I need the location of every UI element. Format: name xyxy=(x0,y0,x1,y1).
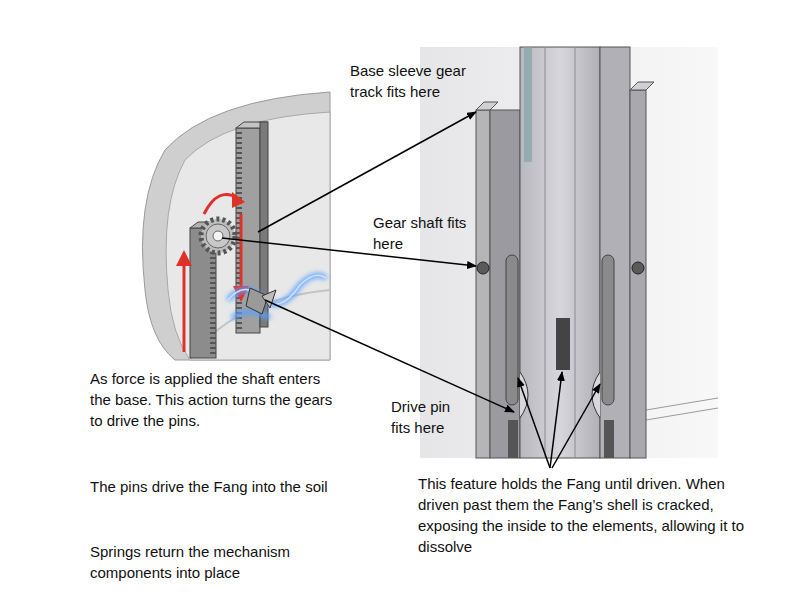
base-sleeve xyxy=(420,47,718,458)
callout-label: This feature holds the Fang until driven… xyxy=(418,473,748,557)
note-text: The pins drive the Fang into the soil xyxy=(90,476,335,497)
note-text: As force is applied the shaft enters the… xyxy=(90,368,335,431)
note-text: Springs return the mechanism components … xyxy=(90,541,335,583)
leader-lines xyxy=(222,112,600,468)
callout-label: Drive pin fits here xyxy=(391,396,473,438)
gear-mechanism xyxy=(143,92,331,360)
callout-label: Base sleeve gear track fits here xyxy=(350,60,500,102)
callout-label: Gear shaft fits here xyxy=(373,212,468,254)
